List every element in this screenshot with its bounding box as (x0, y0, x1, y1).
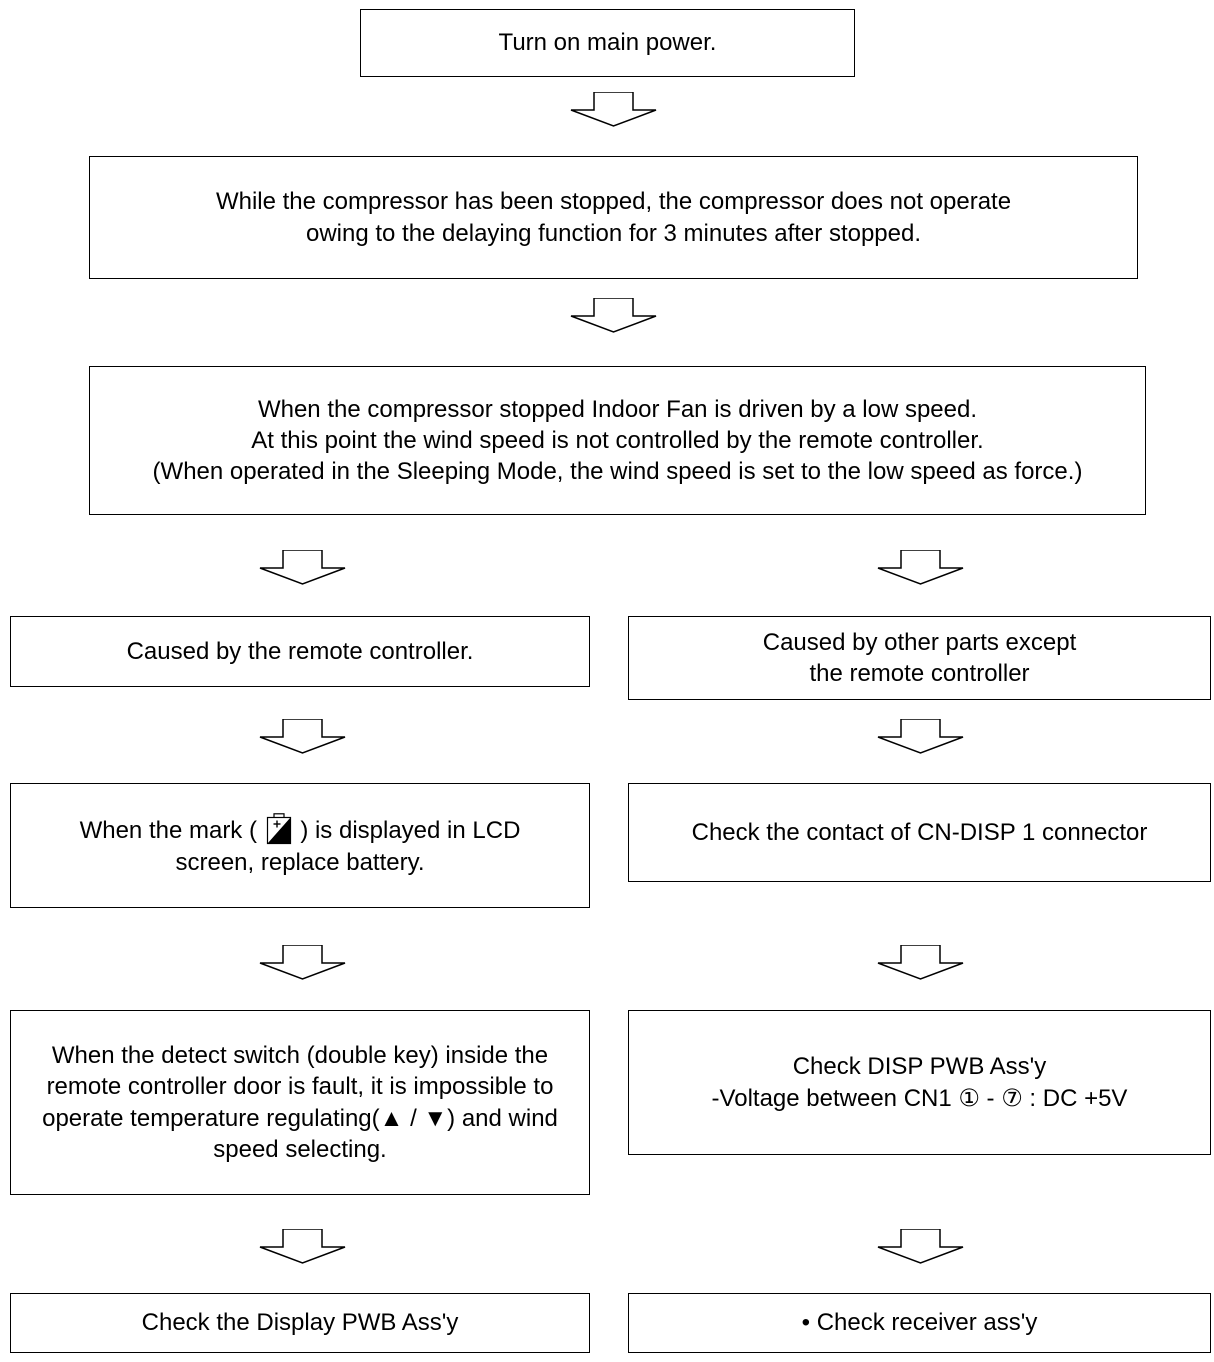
step-compressor-delay-text: While the compressor has been stopped, t… (215, 188, 1012, 247)
right-check-contact: Check the contact of CN-DISP 1 connector (628, 783, 1211, 882)
flow-arrow-icon (255, 1229, 350, 1265)
right-cause-other: Caused by other parts except the remote … (628, 616, 1211, 700)
left-check-display-text: Check the Display PWB Ass'y (141, 1309, 459, 1337)
step-turn-on-power-text: Turn on main power. (498, 29, 717, 57)
step-indoor-fan: When the compressor stopped Indoor Fan i… (89, 366, 1146, 515)
step-turn-on-power: Turn on main power. (360, 9, 855, 77)
left-replace-battery-text: When the mark ( ) is displayed in LCD sc… (79, 813, 521, 877)
left-cause-remote: Caused by the remote controller. (10, 616, 590, 687)
left-replace-battery: When the mark ( ) is displayed in LCD sc… (10, 783, 590, 908)
right-check-receiver-text: • Check receiver ass'y (801, 1309, 1038, 1337)
flow-arrow-icon (255, 719, 350, 755)
left-detect-switch: When the detect switch (double key) insi… (10, 1010, 590, 1195)
step-compressor-delay: While the compressor has been stopped, t… (89, 156, 1138, 279)
flow-arrow-icon (873, 550, 968, 586)
flow-arrow-icon (566, 298, 661, 334)
flow-arrow-icon (873, 945, 968, 981)
left-check-display: Check the Display PWB Ass'y (10, 1293, 590, 1353)
battery-text-before: When the mark ( (79, 817, 257, 845)
right-cause-other-text: Caused by other parts except the remote … (762, 628, 1077, 687)
right-check-contact-text: Check the contact of CN-DISP 1 connector (691, 818, 1148, 846)
flow-arrow-icon (566, 92, 661, 128)
battery-text-after: ) is displayed in LCD screen, replace ba… (175, 817, 521, 876)
flow-arrow-icon (255, 550, 350, 586)
flow-arrow-icon (873, 1229, 968, 1265)
battery-low-icon (266, 813, 292, 845)
right-check-voltage: Check DISP PWB Ass'y -Voltage between CN… (628, 1010, 1211, 1155)
step-indoor-fan-text: When the compressor stopped Indoor Fan i… (152, 395, 1083, 486)
left-cause-remote-text: Caused by the remote controller. (126, 637, 474, 665)
left-detect-switch-text: When the detect switch (double key) insi… (42, 1042, 558, 1163)
right-check-receiver: • Check receiver ass'y (628, 1293, 1211, 1353)
right-check-voltage-text: Check DISP PWB Ass'y -Voltage between CN… (711, 1053, 1128, 1112)
flow-arrow-icon (873, 719, 968, 755)
flow-arrow-icon (255, 945, 350, 981)
